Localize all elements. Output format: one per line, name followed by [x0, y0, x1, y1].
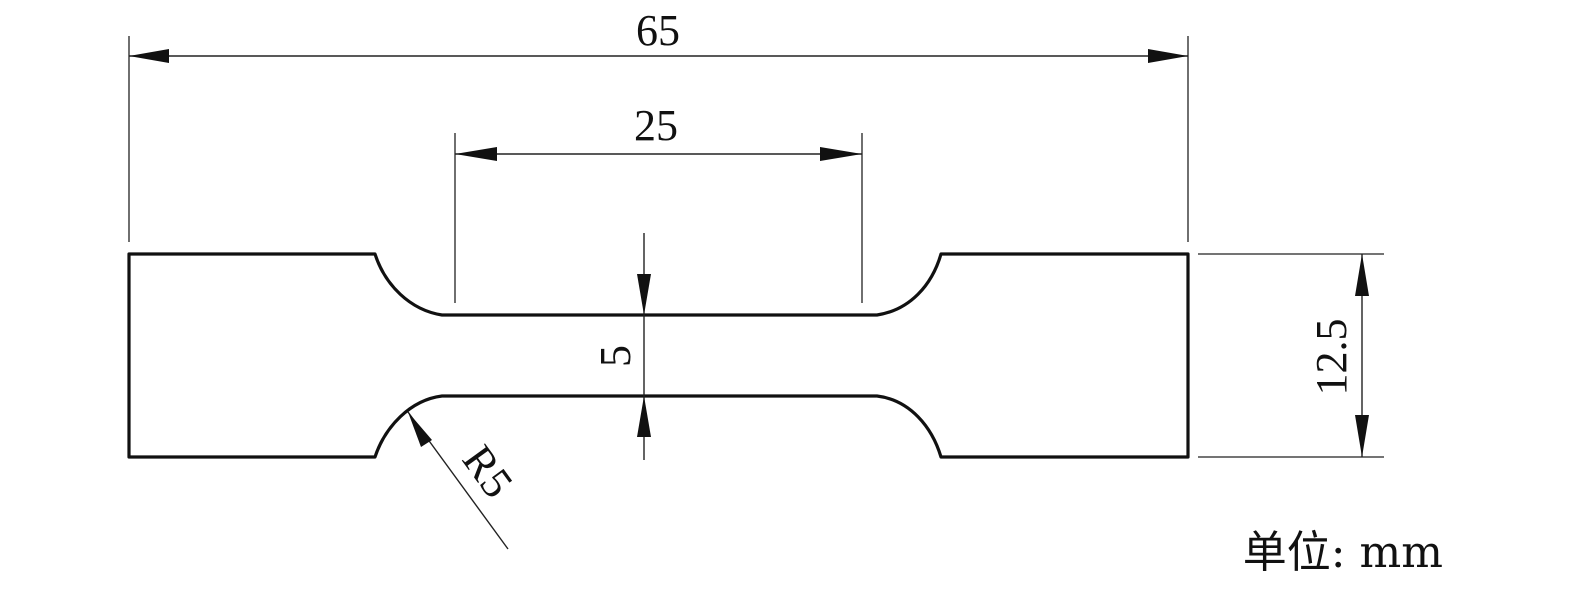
gauge-length-arrow-right	[820, 147, 862, 161]
fillet-radius-arrow	[408, 412, 432, 447]
overall-length-dimension: 65	[128, 6, 1189, 242]
specimen-outline	[127, 252, 1190, 459]
overall-length-arrow-left	[129, 49, 169, 63]
gauge-length-label: 25	[634, 101, 678, 150]
gauge-length-arrow-left	[455, 147, 497, 161]
neck-width-dimension: 5	[591, 233, 651, 460]
fillet-radius-dimension: R5	[407, 411, 523, 550]
grip-width-arrow-bottom	[1355, 415, 1369, 457]
fillet-radius-label: R5	[453, 436, 523, 506]
neck-width-arrow-top	[637, 274, 651, 315]
unit-label: 单位: mm	[1243, 527, 1443, 578]
grip-width-arrow-top	[1355, 254, 1369, 296]
neck-width-arrow-bottom	[637, 396, 651, 437]
gauge-length-dimension: 25	[454, 101, 863, 303]
overall-length-arrow-right	[1148, 49, 1188, 63]
grip-width-dimension: 12.5	[1198, 253, 1384, 458]
overall-length-label: 65	[636, 6, 680, 55]
grip-width-label: 12.5	[1307, 319, 1356, 396]
neck-width-label: 5	[591, 345, 640, 367]
